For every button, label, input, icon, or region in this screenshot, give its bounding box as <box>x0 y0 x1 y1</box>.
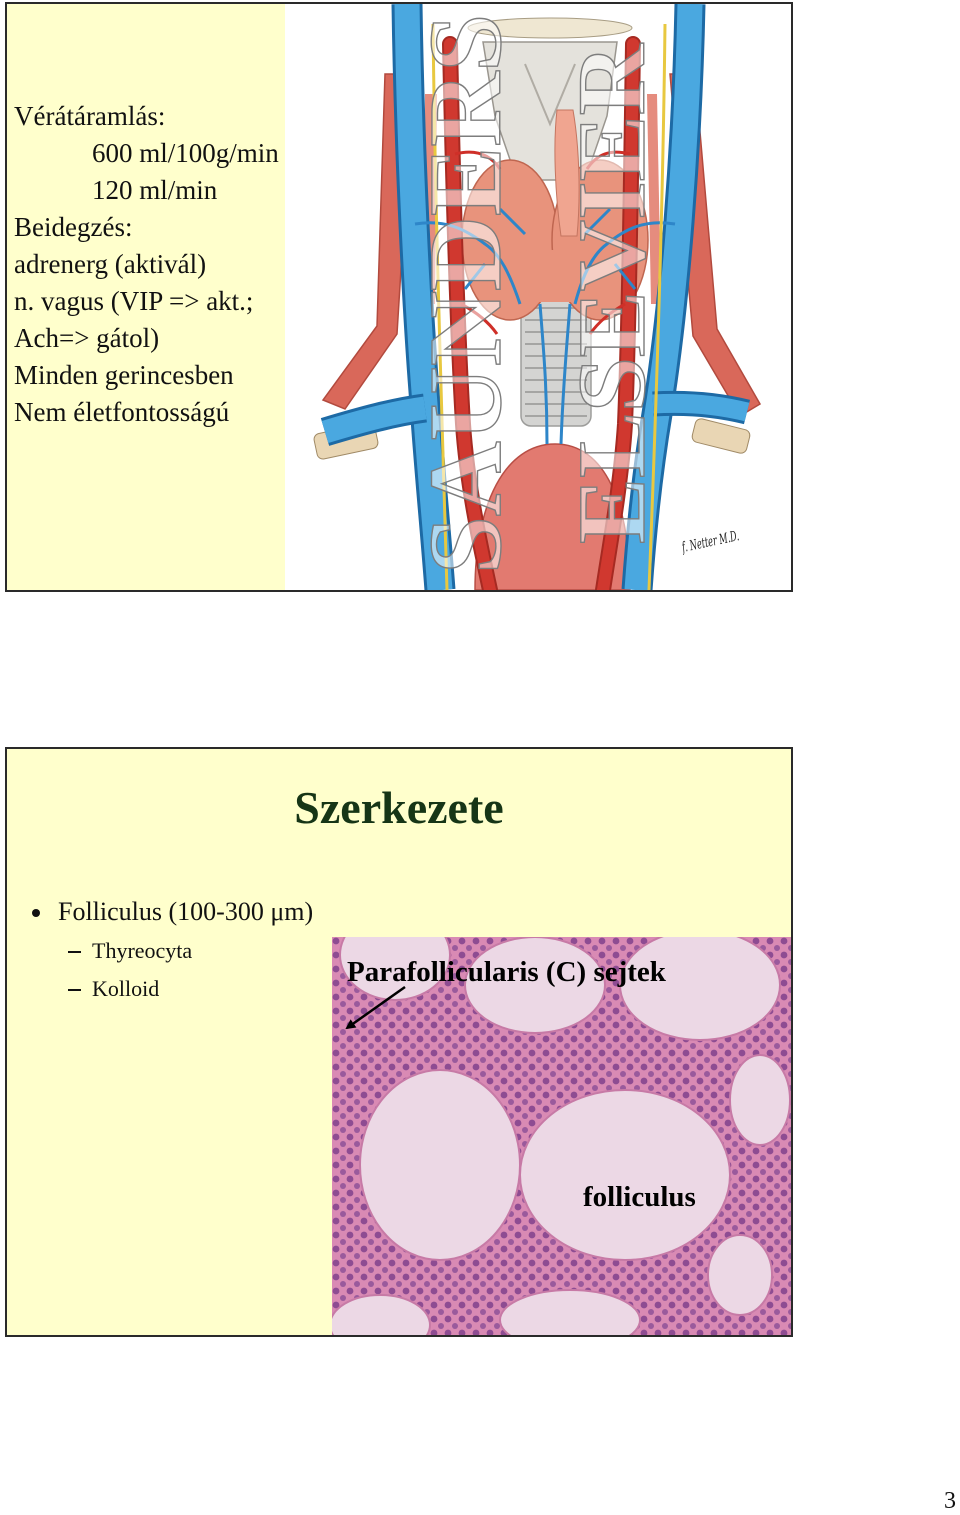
label-follicle: folliculus <box>583 1181 696 1213</box>
thyroid-veins <box>414 207 676 445</box>
muscle-strip-right-inner <box>647 94 661 304</box>
follicle <box>464 937 606 1034</box>
trachea-rings <box>525 307 587 417</box>
sub-bullet-text: Thyreocyta <box>92 938 193 963</box>
bullet-text: Folliculus (100-300 μm) <box>58 897 314 926</box>
slide-thyroid-blood-flow: Vérátáramlás: 600 ml/100g/min 120 ml/min… <box>5 2 793 592</box>
page-number: 3 <box>944 1488 956 1514</box>
text-line-not-vital: Nem életfontosságú <box>14 397 230 427</box>
pointer-arrow <box>345 985 406 1030</box>
vagus-nerve-left <box>431 23 449 590</box>
bullet-marker <box>32 909 40 917</box>
slide-thyroid-structure: Szerkezete Folliculus (100-300 μm) Thyre… <box>5 747 793 1337</box>
follicle <box>729 1054 791 1146</box>
label-parafollicular-cells: Parafollicularis (C) sejtek <box>347 956 666 988</box>
larynx-notch <box>524 63 576 127</box>
watermark-elsevier: ELSEVIER <box>558 42 665 544</box>
text-line-flow-total: 120 ml/min <box>92 175 218 205</box>
text-line-flow-per-100g: 600 ml/100g/min <box>92 138 279 168</box>
clavicle-cut-right <box>691 418 751 454</box>
dash-marker <box>68 989 81 991</box>
bullet-item: Folliculus (100-300 μm) <box>7 896 407 928</box>
sub-bullet-item: Thyreocyta <box>7 932 307 970</box>
follicle <box>519 1089 731 1261</box>
text-line-vertebrates: Minden gerincesben <box>14 360 234 390</box>
sub-bullet-text: Kolloid <box>92 976 160 1001</box>
vagus-nerve-right <box>647 23 667 590</box>
subclavian-vein-left <box>321 396 427 444</box>
sub-bullet-item: Kolloid <box>7 970 307 1008</box>
follicle <box>339 937 451 1001</box>
slide-title: Szerkezete <box>294 782 504 833</box>
text-line-blood-flow-heading: Vérátáramlás: <box>14 101 166 131</box>
watermark-saunders: SAUNDERS <box>408 14 523 574</box>
subclavian-vein-right <box>652 393 750 422</box>
dash-marker <box>68 951 81 953</box>
thyroid-histology-image <box>332 937 791 1335</box>
text-line-adrenergic: adrenerg (aktivál) <box>14 249 207 279</box>
follicle <box>499 1289 641 1335</box>
text-line-innervation-heading: Beidegzés: <box>14 212 133 242</box>
follicle <box>332 1294 431 1335</box>
carotid-artery-right-fill <box>597 38 639 590</box>
follicles <box>332 937 791 1335</box>
hyoid-bone <box>467 17 633 39</box>
text-line-vagus: n. vagus (VIP => akt.; <box>14 286 254 316</box>
aortic-arch <box>474 443 631 590</box>
jugular-vein-right <box>624 4 703 590</box>
follicle <box>707 1234 773 1316</box>
text-line-ach: Ach=> gátol) <box>14 323 160 353</box>
thyroid-arteries <box>454 150 631 335</box>
thyroid-anatomy-illustration: SAUNDERS ELSEVIER f. Netter M.D. <box>285 4 791 590</box>
thyroid-pyramidal-lobe <box>554 109 580 237</box>
carotid-artery-left-fill <box>444 38 496 590</box>
follicle <box>619 937 781 1041</box>
slide-text-block: Vérátáramlás: 600 ml/100g/min 120 ml/min… <box>14 98 284 431</box>
jugular-vein-left <box>394 4 453 590</box>
follicle <box>359 1069 521 1261</box>
